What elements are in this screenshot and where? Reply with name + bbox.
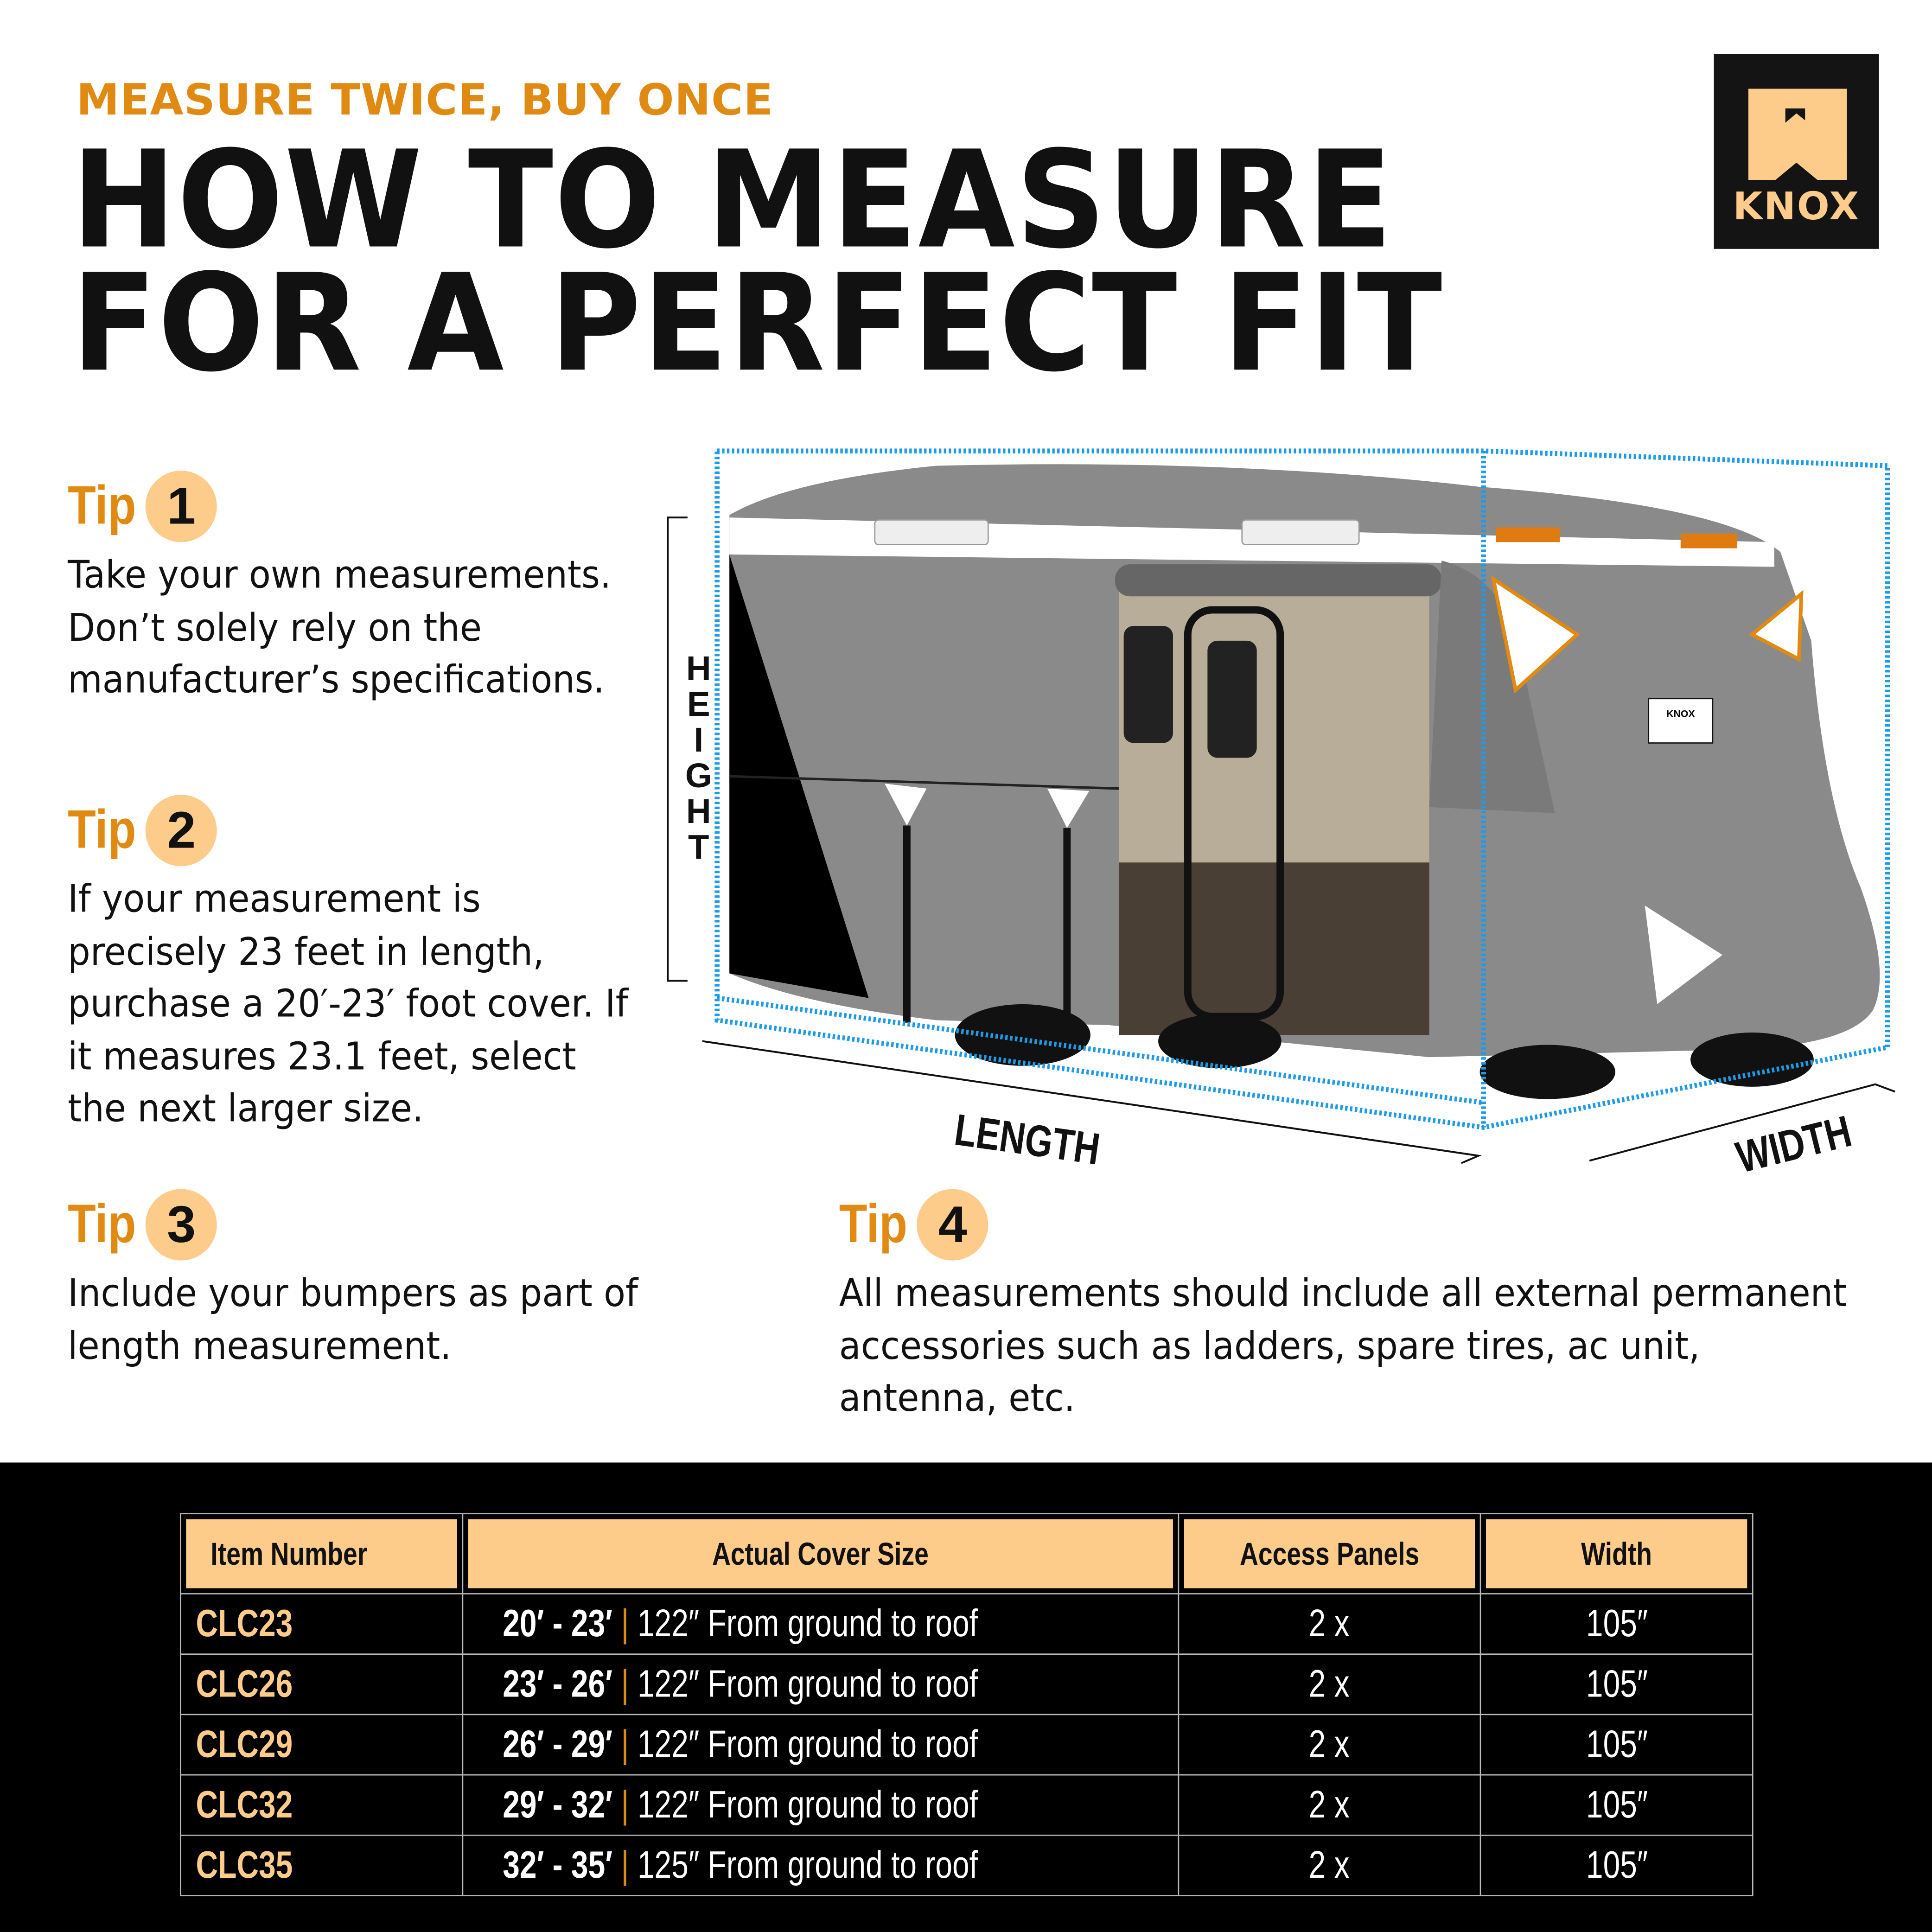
tip-text: All measurements should include all exte… — [839, 1271, 1847, 1421]
access-panels-cell: 2 x — [1177, 1835, 1482, 1896]
item-number-cell: CLC35 — [179, 1835, 463, 1896]
item-number-cell: CLC29 — [179, 1714, 463, 1776]
item-number-cell: CLC23 — [179, 1593, 463, 1655]
length-range: 29′ - 32′ — [502, 1783, 612, 1826]
length-arrow-line — [702, 1040, 1482, 1164]
separator: | — [621, 1722, 629, 1766]
tip-number-badge: 4 — [917, 1189, 988, 1261]
knox-logo: KNOX — [1714, 54, 1879, 249]
height-spec: 125″ From ground to roof — [637, 1843, 978, 1887]
cover-size-cell: 20′ - 23′ | 122″ From ground to roof — [462, 1593, 1179, 1655]
length-range: 20′ - 23′ — [502, 1601, 612, 1645]
rv-cover-illustration: KNOX — [667, 448, 1895, 1164]
height-spec: 122″ From ground to roof — [637, 1662, 978, 1705]
access-panels-cell: 2 x — [1177, 1653, 1482, 1715]
access-panels-cell: 2 x — [1177, 1774, 1482, 1836]
height-spec: 122″ From ground to roof — [637, 1783, 978, 1826]
access-panels-cell: 2 x — [1177, 1593, 1482, 1655]
tip-text: Take your own measurements. Don’t solely… — [68, 553, 612, 702]
title-line-1: HOW TO MEASURE — [71, 122, 1394, 279]
tip-label: Tip — [68, 1194, 136, 1255]
tip-number-badge: 2 — [146, 795, 217, 867]
dimension-box — [714, 448, 1890, 1130]
tip-label: Tip — [68, 475, 136, 536]
separator: | — [621, 1662, 629, 1705]
length-range: 23′ - 26′ — [502, 1662, 612, 1705]
tip-label: Tip — [839, 1194, 908, 1255]
height-label: HEIGHT — [685, 649, 712, 867]
logo-text: KNOX — [1733, 185, 1860, 230]
cover-size-cell: 26′ - 29′ | 122″ From ground to roof — [462, 1714, 1179, 1776]
length-range: 26′ - 29′ — [502, 1722, 612, 1766]
width-cell: 105″ — [1480, 1714, 1753, 1776]
size-chart-table: Item Number Actual Cover Size Access Pan… — [179, 1513, 1753, 1896]
tip-text: Include your bumpers as part of length m… — [68, 1271, 638, 1369]
height-spec: 122″ From ground to roof — [637, 1722, 978, 1766]
cover-logo-text: KNOX — [1666, 708, 1695, 720]
rv-body: KNOX — [729, 464, 1880, 1099]
separator: | — [621, 1843, 629, 1887]
header-actual-cover-size: Actual Cover Size — [462, 1513, 1179, 1594]
width-cell: 105″ — [1480, 1835, 1753, 1896]
kicker: MEASURE TWICE, BUY ONCE — [76, 76, 774, 126]
separator: | — [621, 1601, 629, 1645]
cover-size-cell: 32′ - 35′ | 125″ From ground to roof — [462, 1835, 1179, 1896]
tip-text: If your measurement is precisely 23 feet… — [68, 877, 628, 1131]
tip-label: Tip — [68, 799, 136, 860]
item-number-cell: CLC32 — [179, 1774, 463, 1836]
height-spec: 122″ From ground to roof — [637, 1601, 978, 1645]
cover-size-cell: 23′ - 26′ | 122″ From ground to roof — [462, 1653, 1179, 1715]
separator: | — [621, 1783, 629, 1826]
cover-size-cell: 29′ - 32′ | 122″ From ground to roof — [462, 1774, 1179, 1836]
header-item-number: Item Number — [179, 1513, 463, 1594]
access-panels-cell: 2 x — [1177, 1714, 1482, 1776]
tip-number-badge: 3 — [146, 1189, 217, 1261]
header-access-panels: Access Panels — [1177, 1513, 1482, 1594]
width-cell: 105″ — [1480, 1653, 1753, 1715]
header-width: Width — [1480, 1513, 1753, 1594]
table-header-row: Item Number Actual Cover Size Access Pan… — [179, 1513, 1753, 1594]
cover-logo-patch — [1648, 698, 1714, 744]
width-cell: 105″ — [1480, 1593, 1753, 1655]
width-arrow-line — [1589, 1083, 1895, 1162]
item-number-cell: CLC26 — [179, 1653, 463, 1715]
title-line-2: FOR A PERFECT FIT — [71, 245, 1443, 402]
width-cell: 105″ — [1480, 1774, 1753, 1836]
height-bracket — [667, 516, 688, 982]
tip-number-badge: 1 — [146, 471, 217, 542]
length-range: 32′ - 35′ — [502, 1843, 612, 1887]
knox-chevron-icon — [1748, 89, 1847, 180]
